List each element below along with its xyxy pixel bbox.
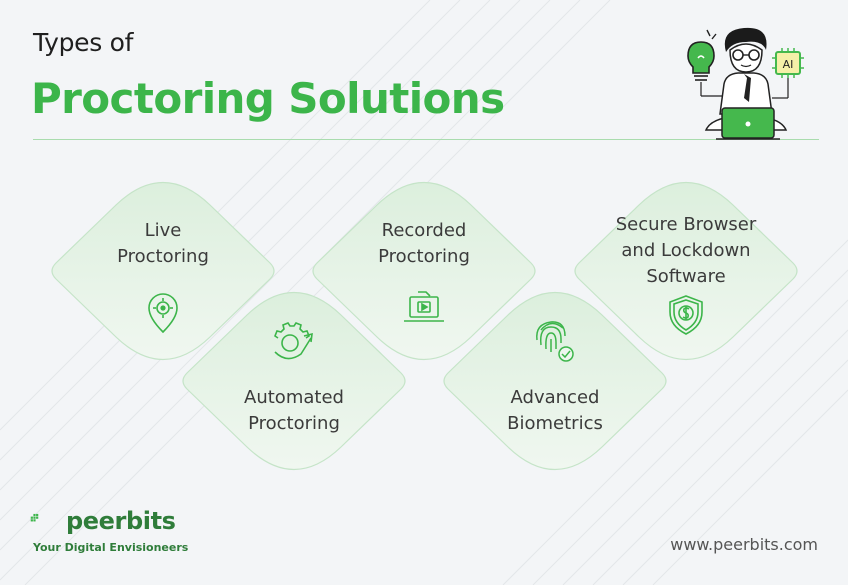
card-live-line2: Proctoring bbox=[117, 246, 209, 267]
card-biometrics-line2: Biometrics bbox=[507, 413, 603, 434]
card-recorded-label: Recorded Proctoring bbox=[359, 218, 489, 270]
card-automated-label: Automated Proctoring bbox=[229, 385, 359, 437]
card-automated-line1: Automated bbox=[244, 387, 344, 408]
card-secure-line3: Software bbox=[646, 266, 726, 287]
laptop-video-icon bbox=[404, 291, 444, 322]
website-link[interactable]: www.peerbits.com bbox=[670, 535, 818, 554]
fingerprint-check-icon bbox=[536, 321, 574, 362]
card-recorded-proctoring[interactable] bbox=[312, 182, 536, 360]
ai-chip-icon: AI bbox=[772, 48, 804, 99]
card-recorded-line2: Proctoring bbox=[378, 246, 470, 267]
page-title: Proctoring Solutions bbox=[31, 74, 505, 123]
person-laptop-illustration: AI bbox=[687, 27, 804, 140]
card-secure-line2: and Lockdown bbox=[621, 240, 751, 261]
title-small: Types of bbox=[33, 28, 134, 57]
card-secure-browser[interactable] bbox=[574, 182, 798, 360]
card-live-proctoring[interactable] bbox=[51, 182, 275, 360]
card-advanced-biometrics[interactable] bbox=[443, 292, 667, 470]
card-live-label: Live Proctoring bbox=[103, 218, 223, 270]
card-automated-proctoring[interactable] bbox=[182, 292, 406, 470]
shield-dollar-icon bbox=[669, 295, 703, 335]
header-divider bbox=[33, 139, 819, 140]
card-secure-label: Secure Browser and Lockdown Software bbox=[606, 212, 766, 290]
laptop-icon bbox=[716, 107, 780, 140]
card-automated-line2: Proctoring bbox=[248, 413, 340, 434]
peerbits-logo-icon bbox=[30, 513, 39, 522]
gear-arrow-icon bbox=[274, 322, 313, 360]
card-biometrics-label: Advanced Biometrics bbox=[490, 385, 620, 437]
brand-tagline: Your Digital Envisioneers bbox=[33, 541, 189, 554]
brand-name: peerbits bbox=[66, 507, 176, 535]
location-pin-icon bbox=[148, 293, 178, 334]
card-recorded-line1: Recorded bbox=[381, 220, 467, 241]
ai-chip-label: AI bbox=[783, 58, 794, 71]
card-live-line1: Live bbox=[144, 220, 182, 241]
card-biometrics-line1: Advanced bbox=[510, 387, 600, 408]
light-bulb-icon bbox=[687, 29, 724, 97]
card-secure-line1: Secure Browser bbox=[615, 214, 757, 235]
